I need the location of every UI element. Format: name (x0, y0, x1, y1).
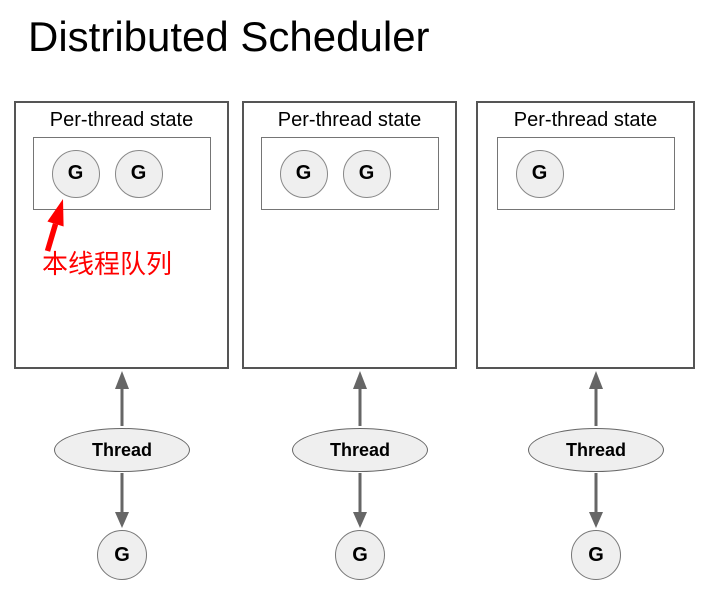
up-arrow-icon (353, 371, 367, 426)
panel-title: Per-thread state (277, 109, 422, 131)
down-arrow-icon (115, 473, 129, 528)
goroutine-label: G (588, 543, 604, 566)
goroutine-label: G (130, 162, 147, 184)
goroutine-label: G (358, 162, 375, 184)
thread-ellipse-1: Thread (54, 428, 190, 472)
down-arrow-icon (589, 473, 603, 528)
run-queue-box-2: G G (260, 137, 439, 210)
panel-title: Per-thread state (49, 109, 194, 131)
run-queue-box-3: G (496, 137, 675, 210)
down-arrow-icon (353, 473, 367, 528)
goroutine-label: G (352, 543, 368, 566)
goroutine-label: G (114, 543, 130, 566)
goroutine-label: G (295, 162, 312, 184)
panel-title: Per-thread state (513, 109, 658, 131)
goroutine-label: G (531, 162, 548, 184)
per-thread-state-panel-1: Per-thread state G G (14, 101, 229, 369)
goroutine-node: G (515, 149, 564, 198)
up-arrow-icon (115, 371, 129, 426)
goroutine-node: G (342, 149, 391, 198)
up-arrow-icon (589, 371, 603, 426)
per-thread-state-panel-3: Per-thread state G (476, 101, 695, 369)
goroutine-node: G (279, 149, 328, 198)
goroutine-node: G (114, 149, 163, 198)
slide-title: Distributed Scheduler (28, 13, 430, 60)
run-queue-box-1: G G (32, 137, 211, 210)
thread-ellipse-3: Thread (528, 428, 664, 472)
goroutine-label: G (67, 162, 84, 184)
thread-ellipse-2: Thread (292, 428, 428, 472)
per-thread-state-panel-2: Per-thread state G G (242, 101, 457, 369)
current-goroutine-node-1: G (97, 530, 147, 580)
goroutine-node: G (51, 149, 100, 198)
current-goroutine-node-2: G (335, 530, 385, 580)
current-goroutine-node-3: G (571, 530, 621, 580)
thread-label: Thread (565, 439, 626, 460)
thread-label: Thread (329, 439, 390, 460)
thread-label: Thread (91, 439, 152, 460)
local-queue-annotation: 本线程队列 (42, 249, 173, 279)
